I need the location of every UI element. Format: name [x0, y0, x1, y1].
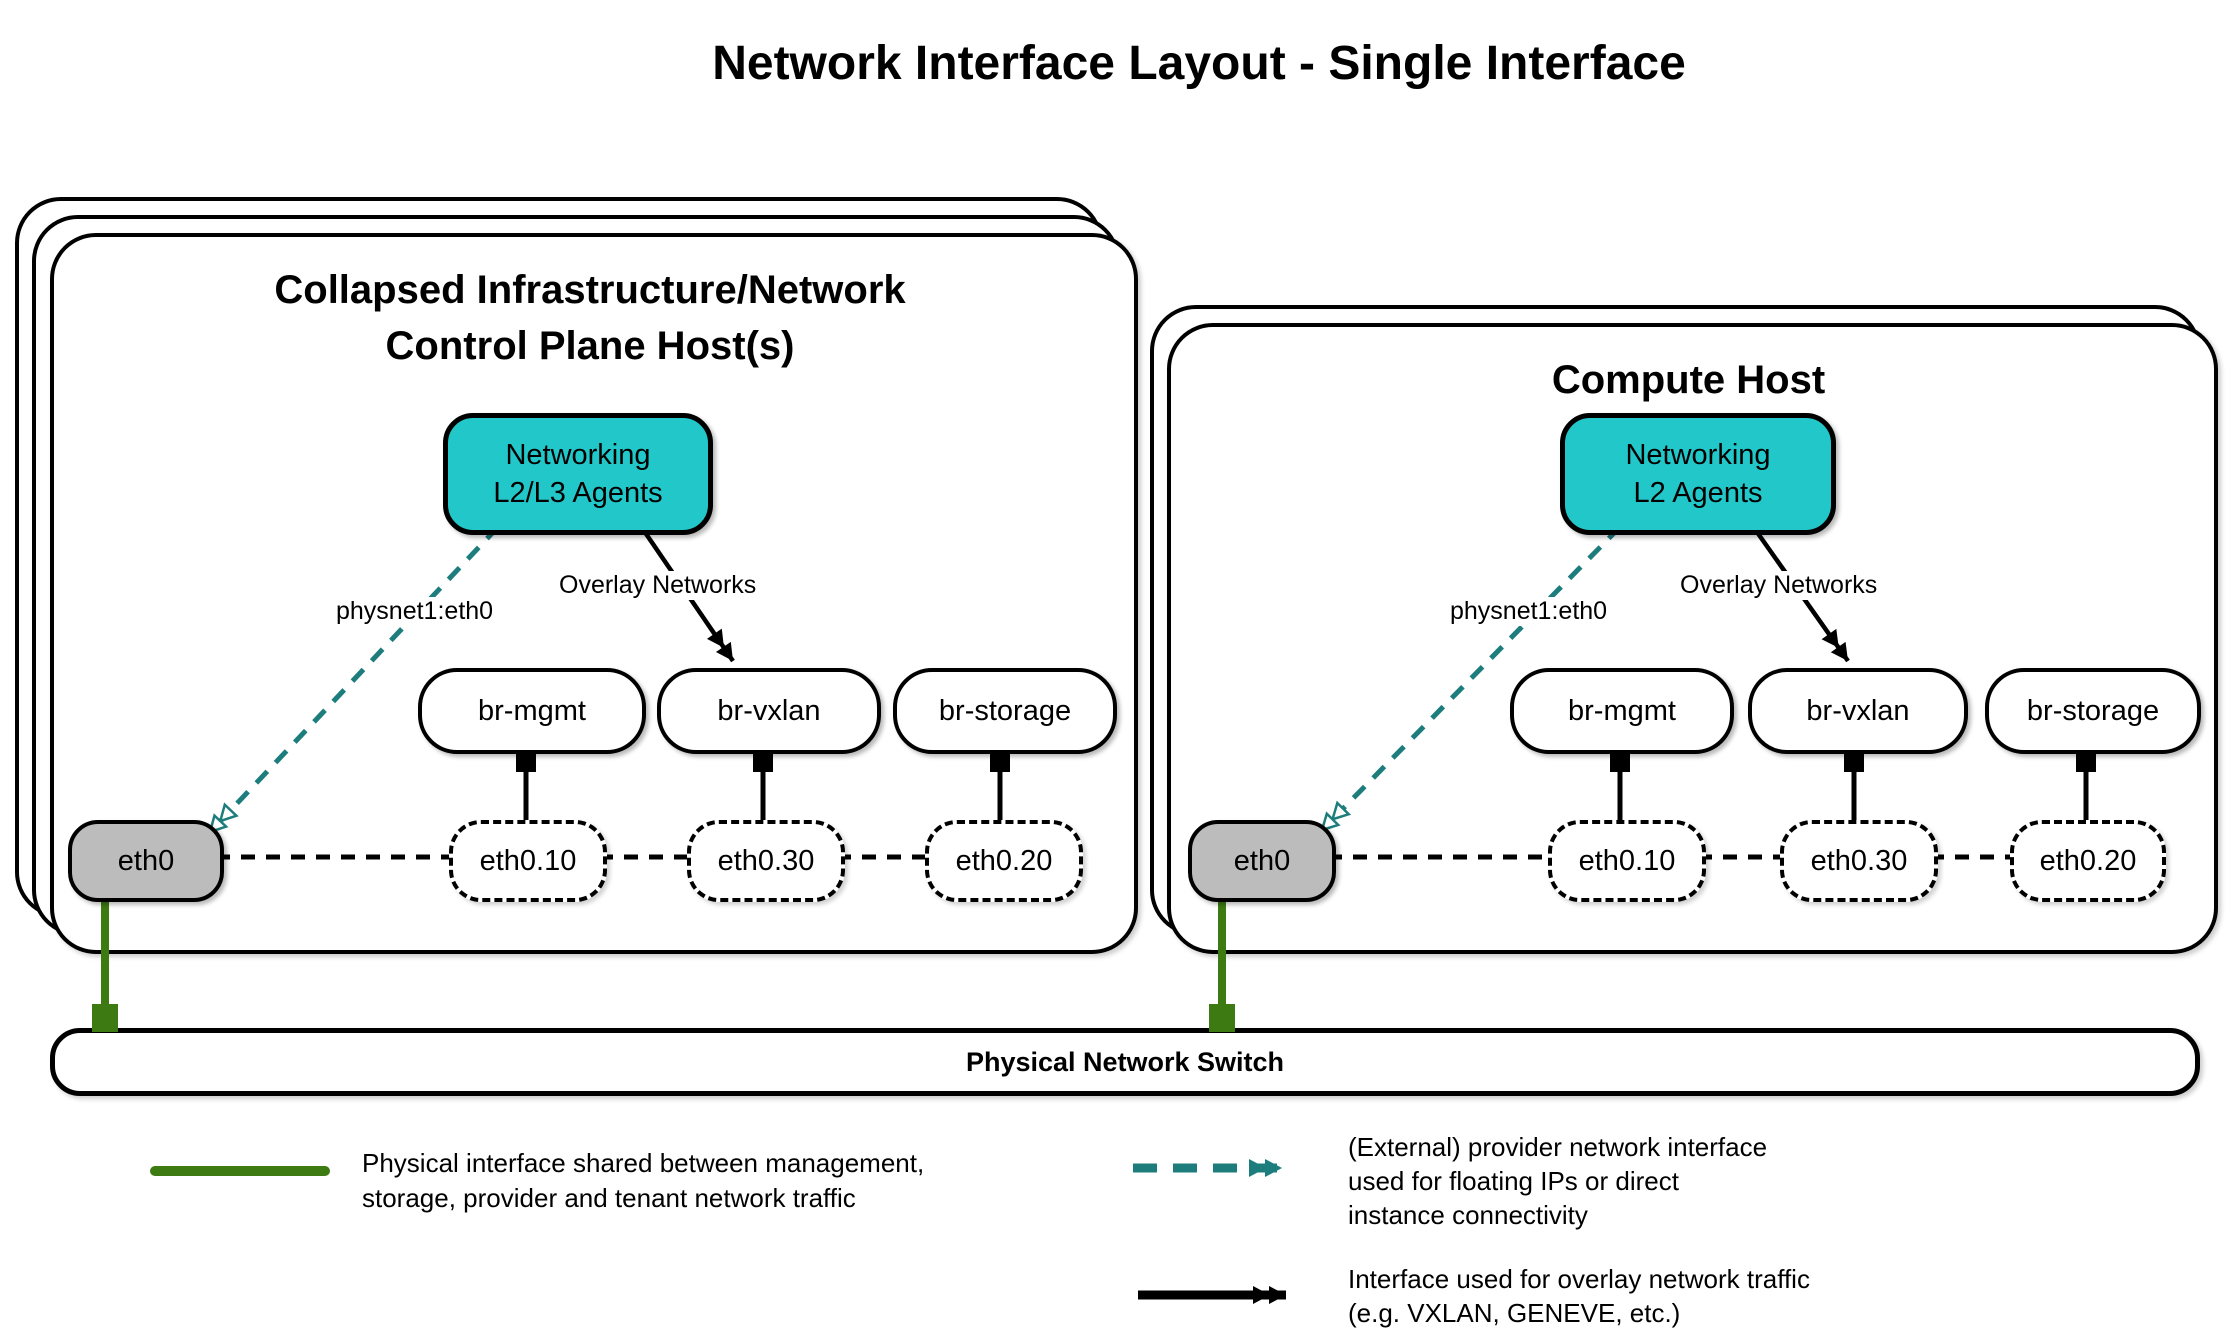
compute-provider-arrow [1320, 525, 1622, 832]
control-provider-arrow [208, 525, 500, 834]
control-bridge-br-vxlan: br-vxlan [657, 668, 881, 754]
legend-physical-line1: Physical interface shared between manage… [362, 1148, 925, 1178]
legend-overlay-line2: (e.g. VXLAN, GENEVE, etc.) [1348, 1298, 1681, 1328]
control-overlay-label: Overlay Networks [556, 571, 760, 600]
compute-vlan-eth0-10: eth0.10 [1548, 820, 1706, 902]
control-networking-agents-node: Networking L2/L3 Agents [443, 413, 713, 535]
compute-vlan-eth0-20: eth0.20 [2010, 820, 2166, 902]
legend-provider-text: (External) provider network interface us… [1348, 1130, 1767, 1232]
compute-host-title: Compute Host [1551, 358, 1826, 402]
legend-provider-line3: instance connectivity [1348, 1200, 1588, 1230]
control-bridge-br-mgmt: br-mgmt [418, 668, 646, 754]
control-provider-label: physnet1:eth0 [333, 597, 497, 626]
compute-agent-line1: Networking [1625, 439, 1771, 471]
compute-vlan-eth0-30: eth0.30 [1780, 820, 1938, 902]
compute-agent-line2: L2 Agents [1633, 477, 1763, 509]
legend-overlay-text: Interface used for overlay network traff… [1348, 1262, 1810, 1330]
compute-bridge-br-vxlan: br-vxlan [1748, 668, 1968, 754]
compute-bridge-br-mgmt: br-mgmt [1510, 668, 1734, 754]
control-switch-port [92, 1004, 118, 1032]
control-agent-line1: Networking [505, 439, 651, 471]
control-bridge-br-storage: br-storage [893, 668, 1117, 754]
compute-provider-label: physnet1:eth0 [1447, 597, 1611, 626]
legend-physical-line2: storage, provider and tenant network tra… [362, 1183, 856, 1213]
control-host-title-line2: Control Plane Host(s) [385, 324, 795, 368]
physical-network-switch: Physical Network Switch [50, 1028, 2200, 1096]
legend-overlay-line1: Interface used for overlay network traff… [1348, 1264, 1810, 1294]
control-host-title: Collapsed Infrastructure/Network Control… [50, 262, 1130, 374]
control-vlan-eth0-20: eth0.20 [925, 820, 1083, 902]
compute-eth0-node: eth0 [1188, 820, 1336, 902]
legend-provider-line1: (External) provider network interface [1348, 1132, 1768, 1162]
control-vlan-eth0-30: eth0.30 [687, 820, 845, 902]
compute-bridge-br-storage: br-storage [1985, 668, 2201, 754]
control-agent-line2: L2/L3 Agents [493, 477, 663, 509]
page-title: Network Interface Layout - Single Interf… [712, 37, 1686, 90]
control-eth0-node: eth0 [68, 820, 224, 902]
control-vlan-eth0-10: eth0.10 [449, 820, 607, 902]
switch-label: Physical Network Switch [965, 1046, 1285, 1077]
compute-networking-agents-node: Networking L2 Agents [1560, 413, 1836, 535]
compute-switch-port [1209, 1004, 1235, 1032]
legend-physical-text: Physical interface shared between manage… [362, 1146, 924, 1216]
legend-provider-line2: used for floating IPs or direct [1348, 1166, 1679, 1196]
compute-overlay-label: Overlay Networks [1677, 571, 1881, 600]
control-host-title-line1: Collapsed Infrastructure/Network [274, 268, 906, 312]
